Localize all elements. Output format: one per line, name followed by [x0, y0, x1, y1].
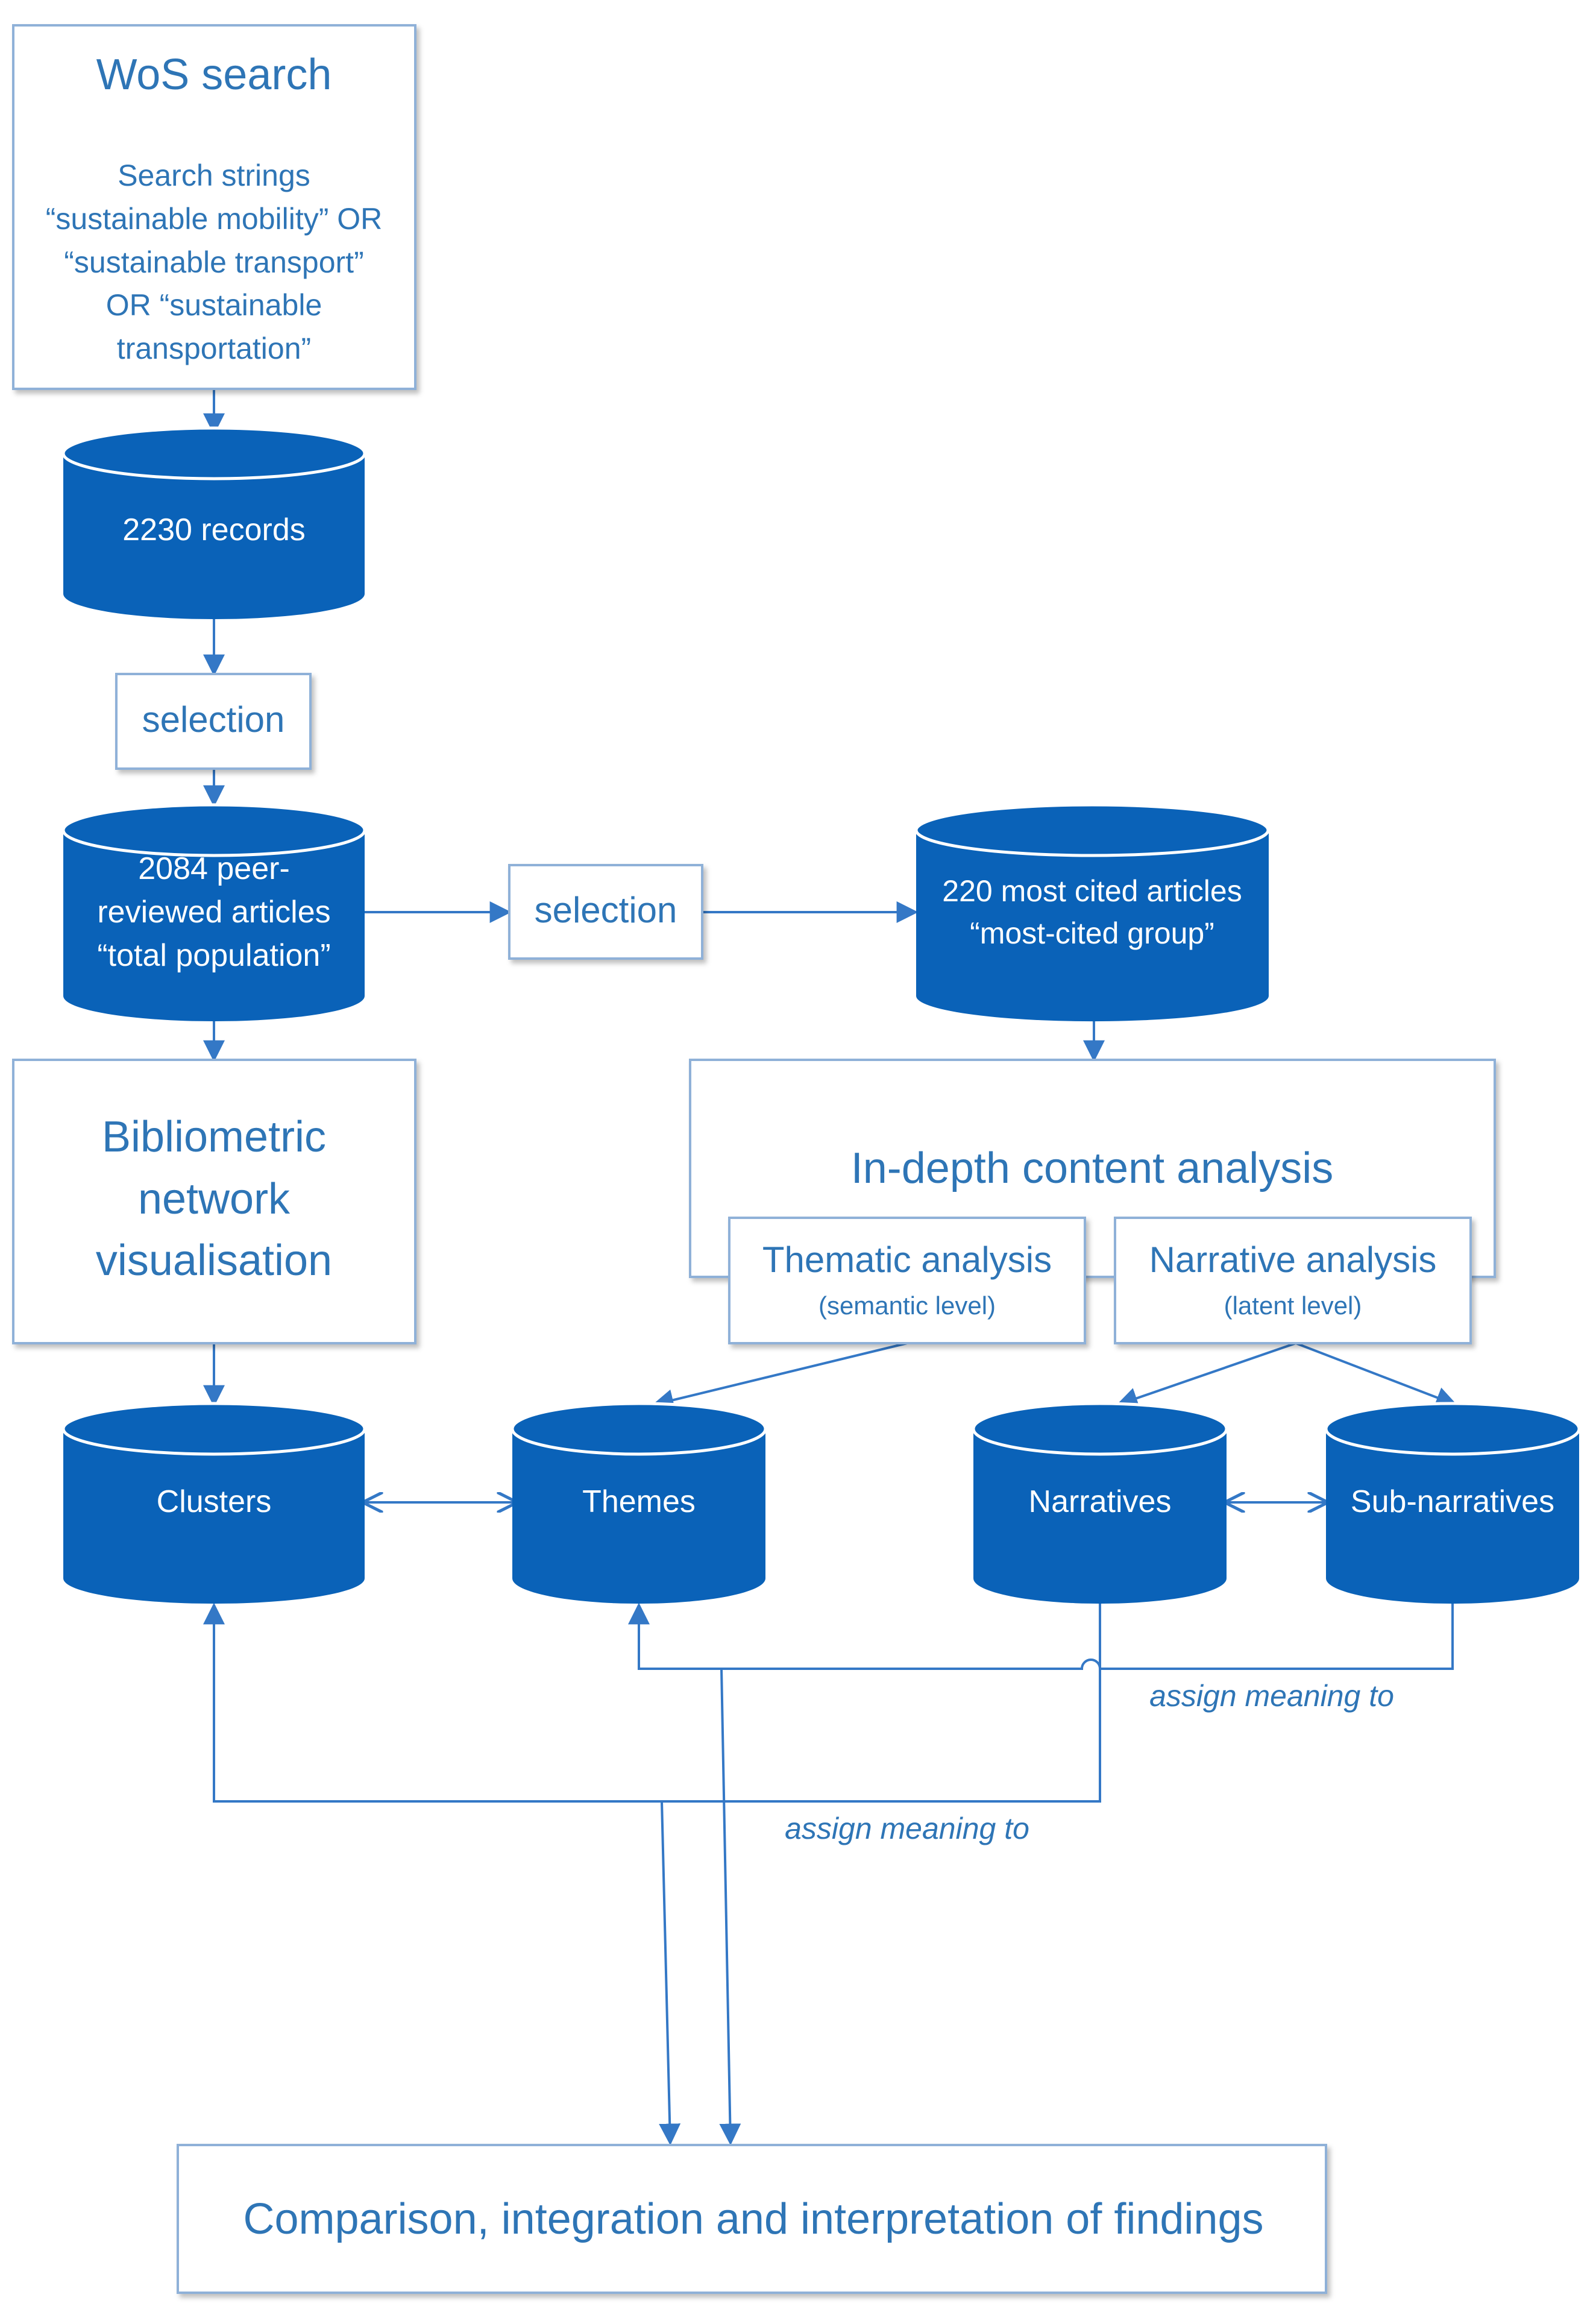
arrow-thematic-to-themes — [652, 1342, 908, 1411]
bibliometric-line-2: network — [138, 1175, 291, 1223]
thematic-analysis-sub: (semantic level) — [818, 1291, 996, 1320]
bibliometric-line-3: visualisation — [96, 1236, 332, 1285]
sub-narratives-label: Sub-narratives — [1351, 1484, 1554, 1519]
wos-search-line-2: “sustainable mobility” OR — [46, 202, 383, 236]
records-cylinder: 2230 records — [61, 426, 366, 619]
wos-search-box: WoS search Search strings “sustainable m… — [12, 24, 416, 390]
bibliometric-box: Bibliometric network visualisation — [12, 1059, 416, 1344]
sub-narratives-cylinder: Sub-narratives — [1324, 1402, 1581, 1604]
wos-search-line-3: “sustainable transport” — [64, 245, 363, 279]
narratives-label: Narratives — [1029, 1484, 1172, 1519]
connectors — [203, 389, 1458, 2146]
wos-search-line-4: OR “sustainable — [106, 288, 322, 322]
narrative-analysis-sub: (latent level) — [1224, 1291, 1362, 1320]
records-label: 2230 records — [122, 512, 306, 547]
themes-cylinder: Themes — [511, 1402, 767, 1604]
thematic-analysis-title: Thematic analysis — [762, 1240, 1052, 1280]
arrow-themes-to-comparison — [719, 1668, 741, 2146]
total-population-line-1: 2084 peer- — [138, 851, 290, 886]
comparison-box: Comparison, integration and interpretati… — [177, 2144, 1327, 2294]
selection-box-2: selection — [508, 864, 703, 960]
arrow-narrative-to-subnarratives — [1295, 1342, 1458, 1408]
comparison-label: Comparison, integration and interpretati… — [243, 2195, 1263, 2243]
assign-meaning-label-1: assign meaning to — [1149, 1679, 1394, 1713]
arrow-narratives-to-clusters — [203, 1598, 1101, 1803]
wos-search-line-1: Search strings — [118, 159, 310, 192]
clusters-label: Clusters — [157, 1484, 272, 1519]
narrative-analysis-title: Narrative analysis — [1149, 1240, 1437, 1280]
total-population-line-2: reviewed articles — [97, 895, 330, 930]
clusters-cylinder: Clusters — [61, 1402, 366, 1604]
most-cited-cylinder: 220 most cited articles “most-cited grou… — [914, 803, 1270, 1022]
themes-label: Themes — [582, 1484, 696, 1519]
wos-search-title: WoS search — [96, 51, 332, 99]
selection-box-1: selection — [115, 673, 312, 770]
selection-1-label: selection — [142, 699, 285, 740]
bibliometric-line-1: Bibliometric — [102, 1113, 326, 1161]
content-analysis-title: In-depth content analysis — [851, 1144, 1334, 1192]
most-cited-line-2: “most-cited group” — [970, 916, 1214, 950]
thematic-analysis-box: Thematic analysis (semantic level) — [728, 1217, 1086, 1344]
assign-meaning-label-2: assign meaning to — [785, 1812, 1029, 1845]
total-population-cylinder: 2084 peer- reviewed articles “total popu… — [61, 803, 366, 1021]
narrative-analysis-box: Narrative analysis (latent level) — [1114, 1217, 1472, 1344]
arrow-narrative-to-narratives — [1116, 1342, 1296, 1409]
arrow-clusters-to-comparison — [659, 1801, 681, 2146]
total-population-line-3: “total population” — [97, 938, 330, 973]
selection-2-label: selection — [535, 890, 677, 930]
narratives-cylinder: Narratives — [972, 1402, 1228, 1604]
arrow-subnarratives-to-themes — [628, 1598, 1454, 1670]
most-cited-line-1: 220 most cited articles — [942, 874, 1242, 908]
wos-search-line-5: transportation” — [117, 332, 311, 365]
